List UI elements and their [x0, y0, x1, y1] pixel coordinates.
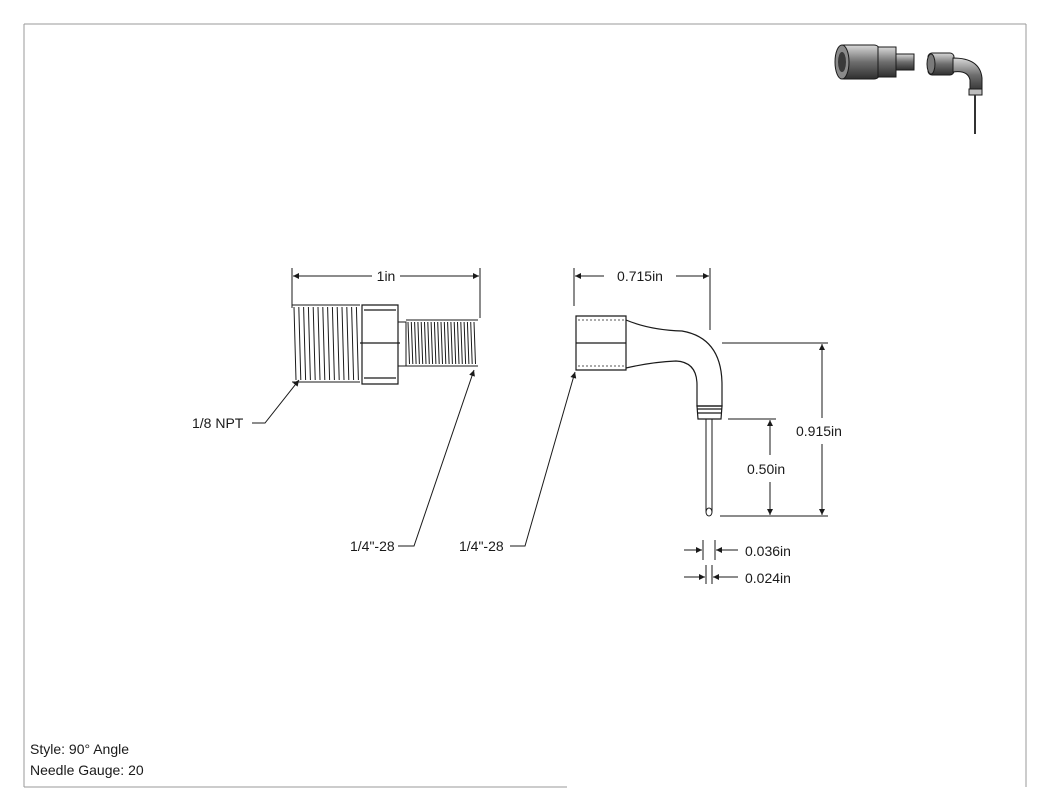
- isometric-thumbnail: [834, 44, 983, 134]
- elbow-view: [575, 315, 723, 517]
- quarter-28-thread: [406, 319, 478, 367]
- adapter-view: [252, 268, 481, 547]
- needle-od-label: 0.036in: [745, 543, 791, 559]
- elbow-tube: [625, 319, 723, 407]
- needle: [705, 419, 713, 517]
- gauge-info: Needle Gauge: 20: [30, 762, 144, 778]
- iso-elbow: [926, 52, 983, 134]
- needle-length-label: 0.50in: [747, 461, 785, 477]
- adapter-length-label: 1in: [377, 268, 396, 284]
- npt-label: 1/8 NPT: [192, 415, 244, 431]
- iso-adapter: [834, 44, 915, 80]
- adapter-neck: [398, 321, 407, 367]
- elbow-dimensions: [510, 268, 828, 584]
- elbow-thread-label: 1/4"-28: [459, 538, 504, 554]
- elbow-height-label: 0.915in: [796, 423, 842, 439]
- adapter-thread-label: 1/4"-28: [350, 538, 395, 554]
- needle-id-label: 0.024in: [745, 570, 791, 586]
- needle-hub: [696, 405, 723, 420]
- sheet-border: [23, 23, 1027, 788]
- npt-thread: [292, 304, 360, 383]
- elbow-width-label: 0.715in: [617, 268, 663, 284]
- style-info: Style: 90° Angle: [30, 741, 129, 757]
- hex-nut: [360, 304, 400, 385]
- elbow-nut: [575, 315, 627, 371]
